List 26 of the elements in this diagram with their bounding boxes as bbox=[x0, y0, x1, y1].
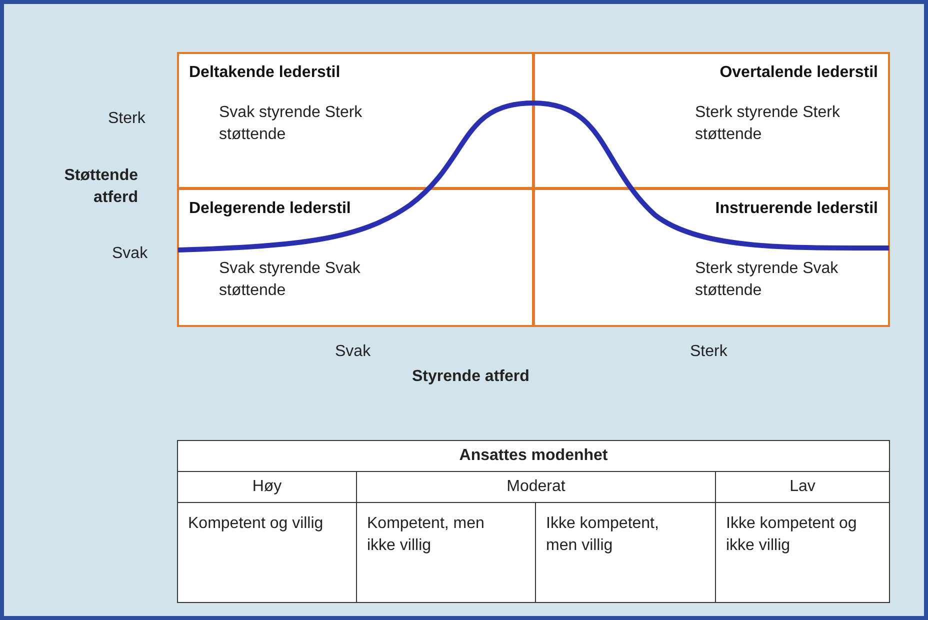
quadrant-box bbox=[533, 188, 890, 327]
quadrant-heading: Deltakende lederstil bbox=[189, 64, 340, 82]
table-cell: Kompetent, men ikke villig bbox=[356, 502, 536, 603]
quadrant-box bbox=[533, 52, 890, 189]
quadrant-heading: Delegerende lederstil bbox=[189, 200, 351, 218]
table-header: Ansattes modenhet bbox=[177, 440, 890, 472]
axis-value: Svak bbox=[112, 245, 148, 263]
quadrant-box bbox=[177, 188, 534, 327]
axis-title: Støttende atferd bbox=[63, 166, 138, 208]
quadrant-heading: Instruerende lederstil bbox=[715, 200, 878, 218]
axis-value: Sterk bbox=[108, 110, 146, 128]
table-cell: Høy bbox=[177, 471, 357, 503]
quadrant-box bbox=[177, 52, 534, 189]
table-cell: Kompetent og villig bbox=[177, 502, 357, 603]
table-cell: Moderat bbox=[356, 471, 716, 503]
quadrant-description: Svak styrende Sterk støttende bbox=[219, 103, 364, 145]
table-cell: Lav bbox=[715, 471, 890, 503]
axis-value: Svak bbox=[335, 343, 371, 361]
quadrant-heading: Overtalende lederstil bbox=[720, 64, 878, 82]
quadrant-description: Sterk styrende Svak støttende bbox=[695, 259, 840, 301]
quadrant-description: Sterk styrende Sterk støttende bbox=[695, 103, 841, 145]
table-cell: Ikke kompetent, men villig bbox=[535, 502, 716, 603]
table-cell: Ikke kompetent og ikke villig bbox=[715, 502, 890, 603]
axis-value: Sterk bbox=[690, 343, 728, 361]
axis-title: Styrende atferd bbox=[412, 368, 530, 386]
quadrant-description: Svak styrende Svak støttende bbox=[219, 259, 362, 301]
